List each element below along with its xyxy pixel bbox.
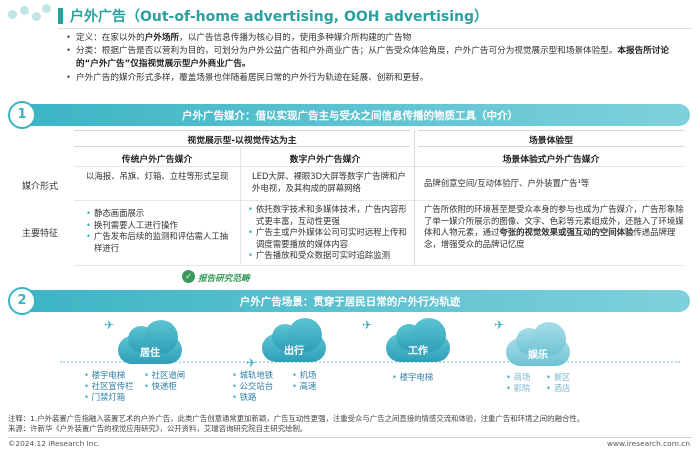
scene-cloud-leisure: 娱乐 [506, 322, 570, 366]
feature-digital: 依托数字技术和多媒体技术，广告内容形式更丰富，互动性更强 广告主或户外媒体公司可… [248, 204, 410, 262]
scene-label-travel: 出行 [284, 346, 304, 357]
footer-website: www.iresearch.com.cn [606, 439, 690, 448]
plane-icon: ✈ [104, 318, 115, 332]
col-header-scene: 场景体验式户外广告媒介 [502, 155, 600, 165]
title-accent [58, 8, 63, 24]
footnote-line: 注释：1.户外装置广告指融入装置艺术的户外广告，此类广告创意通常更加新颖，广告互… [8, 414, 585, 423]
feature-scene: 广告所依附的环境甚至是受众本身的参与也成为广告媒介，广告形象除了单一媒介所展示的… [424, 204, 684, 249]
scene-items-travel-a: 城轨地铁 公交站台 铁路 [232, 370, 273, 403]
scene-label-home: 居住 [140, 348, 160, 359]
group-header-scene: 场景体验型 [529, 136, 573, 146]
scene-cloud-home: 居住 [118, 320, 182, 364]
form-traditional: 以海报、吊旗、灯箱、立柱等形式呈现 [86, 171, 229, 181]
scene-items-work: 楼宇电梯 [392, 372, 433, 383]
scene-items-home-b: 社区道闸 快递柜 [144, 370, 185, 392]
decorative-dots [8, 4, 54, 26]
scene-cloud-work: 工作 [386, 318, 450, 362]
scene-label-work: 工作 [408, 346, 428, 357]
check-icon: ✓ [182, 270, 195, 283]
feature-traditional: 静态画面展示 换刊需要人工进行操作 广告发布后续的监测和评估需人工抽样进行 [86, 208, 236, 254]
section2-title: 户外广告场景：贯穿于居民日常的户外行为轨迹 [239, 296, 461, 308]
row-label-feature: 主要特征 [22, 229, 59, 239]
section1-title: 户外广告媒介：借以实现广告主与受众之间信息传播的物质工具（中介） [182, 110, 518, 122]
bullet-definition: 定义：在家以外的户外场所，以广告信息传播为核心目的，使用多种媒介所构建的广告物 [66, 32, 684, 45]
group-header-visual: 视觉展示型-以视觉传达为主 [187, 136, 297, 146]
route-line [60, 360, 680, 363]
feature-digital-item: 广告播放和受众数据可实时追踪监测 [248, 250, 410, 262]
page-title: 户外广告（Out-of-home advertising, OOH advert… [70, 9, 488, 25]
scene-items-leisure-b: 景区 酒店 [546, 372, 570, 394]
feature-digital-item: 依托数字技术和多媒体技术，广告内容形式更丰富，互动性更强 [248, 204, 410, 227]
footnote: 注释：1.户外装置广告指融入装置艺术的户外广告，此类广告创意通常更加新颖，广告互… [8, 414, 696, 434]
title-rule [58, 28, 692, 29]
bullet-classification: 分类：根据广告是否以营利为目的，可划分为户外公益广告和户外商业广告；从广告受众体… [66, 45, 684, 71]
source-line: 来源：许新华《户外装置广告的视觉应用研究》，公开资料，艾瑞咨询研究院自主研究绘制… [8, 424, 308, 433]
scene-cloud-travel: 出行 [262, 318, 326, 362]
section2-banner: 2 户外广告场景：贯穿于居民日常的户外行为轨迹 [8, 287, 690, 315]
plane-icon: ✈ [362, 318, 373, 332]
feature-traditional-item: 广告发布后续的监测和评估需人工抽样进行 [86, 231, 236, 254]
definition-bullets: 定义：在家以外的户外场所，以广告信息传播为核心目的，使用多种媒介所构建的广告物 … [66, 32, 684, 85]
section2-number: 2 [8, 287, 36, 315]
scene-items-home-a: 楼宇电梯 社区宣传栏 门禁灯箱 [84, 370, 133, 403]
plane-icon: ✈ [494, 318, 505, 332]
section1-banner: 1 户外广告媒介：借以实现广告主与受众之间信息传播的物质工具（中介） [8, 101, 690, 129]
feature-traditional-item: 换刊需要人工进行操作 [86, 220, 236, 232]
scope-label: 报告研究范畴 [198, 274, 250, 284]
footer-copyright: ©2024.12 iResearch Inc. [8, 439, 100, 448]
section1-number: 1 [8, 101, 36, 129]
scene-label-leisure: 娱乐 [528, 350, 548, 361]
scene-items-leisure-a: 商场 影院 [506, 372, 530, 394]
footer-rule [8, 437, 692, 438]
form-scene: 品牌创意空间/互动体验厅、户外装置广告¹等 [424, 178, 590, 188]
feature-traditional-item: 静态画面展示 [86, 208, 236, 220]
form-digital: LED大屏、裸眼3D大屏等数字广告牌和户外电视，及其构成的屏幕网络 [252, 171, 406, 193]
feature-digital-item: 广告主或户外媒体公司可实时远程上传和调度需要播放的媒体内容 [248, 227, 410, 250]
plane-icon: ✈ [246, 356, 257, 370]
title-bar: 户外广告（Out-of-home advertising, OOH advert… [0, 0, 700, 30]
col-header-digital: 数字户外广告媒介 [289, 155, 361, 165]
scene-items-travel-b: 机场 高速 [292, 370, 316, 392]
col-header-traditional: 传统户外广告媒介 [121, 155, 193, 165]
row-label-form: 媒介形式 [22, 182, 59, 192]
bullet-forms: 户外广告的媒介形式多样，覆盖场景也伴随着居民日常的户外行为轨迹在延展、创新和更替… [66, 72, 684, 85]
